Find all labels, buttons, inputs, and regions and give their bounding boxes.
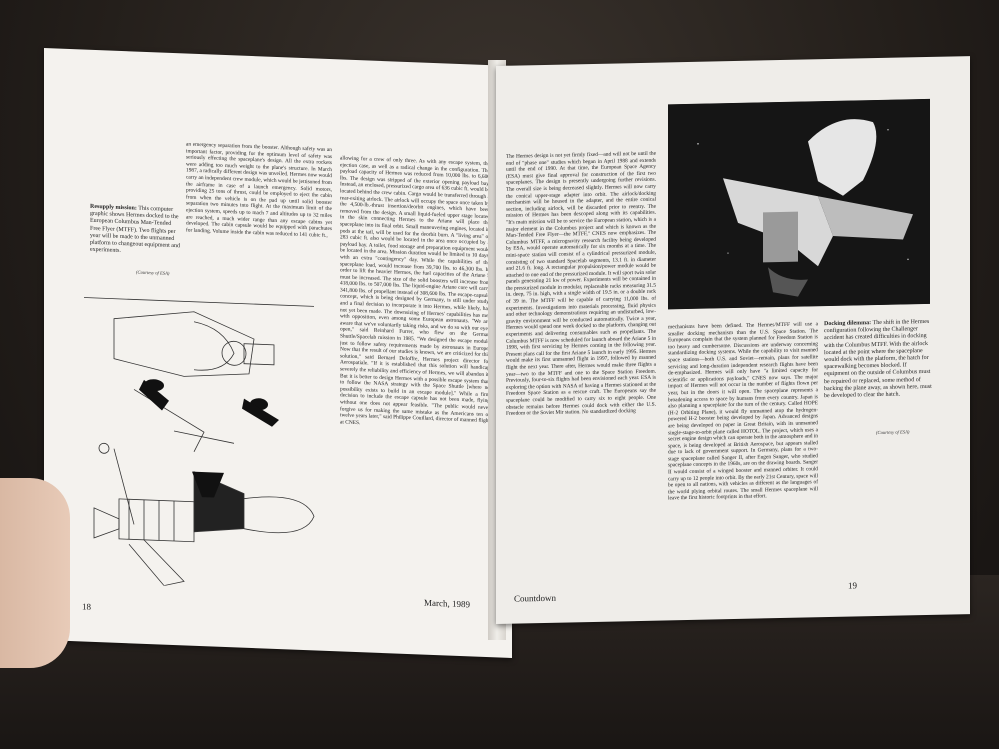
right-column-2: mechanisms have been defined. The Hermes… <box>668 321 818 502</box>
right-page: The Hermes design is not yet firmly fixe… <box>496 56 970 625</box>
right-caption: Docking dilemma: The shift in the Hermes… <box>824 319 932 400</box>
left-caption: Resupply mission: This computer graphic … <box>90 204 182 258</box>
left-page: an emergency separation from the booster… <box>44 48 512 658</box>
hermes-columbus-drawing <box>84 297 315 587</box>
left-page-date: March, 1989 <box>424 597 470 610</box>
docking-photo <box>668 98 930 310</box>
right-caption-credit: (Courtesy of ESA) <box>876 429 910 436</box>
left-caption-credit: (Courtesy of ESA) <box>136 269 170 276</box>
right-caption-text: The shift in the Hermes configuration fo… <box>824 318 932 400</box>
left-caption-text: This computer graphic shows Hermes docke… <box>90 205 180 255</box>
holding-hand <box>0 478 70 668</box>
right-caption-title: Docking dilemma: <box>824 320 872 328</box>
left-page-number: 18 <box>82 601 91 612</box>
left-column-2: allowing for a crew of only three. As wi… <box>340 155 490 426</box>
right-page-label: Countdown <box>514 592 557 604</box>
right-column-1: The Hermes design is not yet firmly fixe… <box>506 150 656 417</box>
right-page-number: 19 <box>848 580 857 591</box>
